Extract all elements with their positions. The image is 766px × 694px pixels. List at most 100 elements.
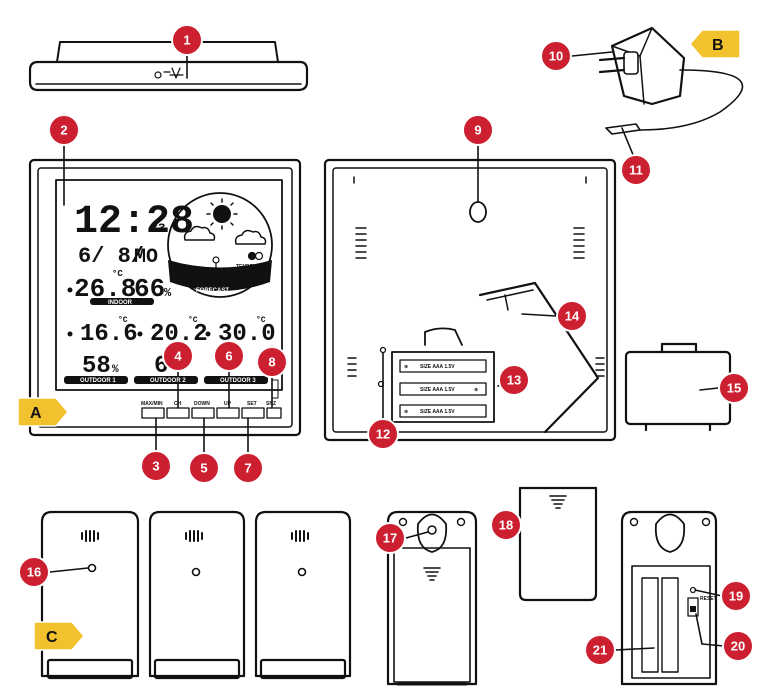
flower-icon [212, 256, 220, 273]
station-front [28, 158, 302, 437]
weekday-display: MO [134, 246, 158, 269]
sensor-3 [254, 510, 352, 680]
sensor-1 [40, 510, 140, 680]
battery-labels: SIZE AAA 1.5V SIZE AAA 1.5V SIZE AAA 1.5… [404, 364, 478, 415]
seconds-display: 33 [150, 221, 166, 236]
wall-hang-hole [469, 201, 487, 223]
callout-label-7: 7 [244, 461, 251, 476]
callout-3: 3 [140, 450, 172, 482]
power-adapter [598, 26, 744, 135]
callout-label-9: 9 [474, 123, 481, 138]
callout-label-11: 11 [629, 163, 643, 178]
callout-label-5: 5 [200, 461, 207, 476]
cloud-icon-left [183, 225, 216, 241]
callout-18: 18 [490, 509, 522, 541]
sensor-2 [148, 510, 246, 680]
button-label-maxmin: MAX/MIN [141, 401, 163, 407]
callout-label-8: 8 [268, 355, 275, 370]
callout-11: 11 [620, 154, 652, 186]
indoor-temp: 26.8 [74, 274, 136, 304]
tag-b: B [689, 29, 741, 59]
reset-hole [379, 346, 387, 354]
outdoor3-temp-unit: °C [256, 316, 266, 325]
callout-label-17: 17 [383, 531, 397, 546]
battery-label-1: SIZE AAA 1.5V [420, 364, 455, 370]
station-top-view [28, 41, 309, 92]
button-labels: MAX/MIN CH DOWN UP SET SNZ [141, 401, 276, 407]
forecast-window [167, 192, 273, 298]
button-row [141, 407, 282, 419]
lcd-readout: 12:28 33 6/ 8/ MO 26.8 °C 66 % INDOOR FO… [74, 200, 276, 384]
time-display: 12:28 [74, 200, 194, 245]
callout-label-20: 20 [731, 639, 745, 654]
callout-label-19: 19 [729, 589, 743, 604]
cloud-icon-right [234, 229, 267, 245]
callout-label-3: 3 [152, 459, 159, 474]
indoor-label: INDOOR [108, 300, 133, 306]
callout-9: 9 [462, 114, 494, 146]
callout-label-15: 15 [727, 381, 741, 396]
outdoor1-humidity: 58 [82, 353, 111, 380]
callout-16: 16 [18, 556, 50, 588]
callout-label-14: 14 [565, 309, 580, 324]
callout-20: 20 [722, 630, 754, 662]
callout-label-2: 2 [60, 123, 67, 138]
callout-label-10: 10 [549, 49, 563, 64]
svg-text:⊕: ⊕ [404, 409, 408, 415]
outdoor1-label: OUTDOOR 1 [80, 378, 116, 384]
callout-1: 1 [171, 24, 203, 56]
svg-text:A: A [30, 405, 42, 422]
vent-slots [347, 176, 605, 377]
callout-6: 6 [213, 340, 245, 372]
callout-10: 10 [540, 40, 572, 72]
date-display: 6/ 8/ [78, 244, 144, 269]
tendency-label: TENDENCY [236, 264, 264, 270]
button-label-ch: CH [174, 401, 182, 407]
outdoor1-temp: 16.6 [80, 321, 138, 348]
svg-text:⊕: ⊕ [404, 364, 408, 370]
callout-13: 13 [498, 364, 530, 396]
callout-label-16: 16 [27, 565, 41, 580]
tag-c: C [33, 621, 85, 651]
callout-7: 7 [232, 452, 264, 484]
station-back [323, 158, 617, 442]
callout-8: 8 [256, 346, 288, 378]
battery-label-3: SIZE AAA 1.5V [420, 409, 455, 415]
outdoor1-temp-unit: °C [118, 316, 128, 325]
outdoor1-humidity-unit: % [112, 364, 119, 376]
svg-text:C: C [46, 629, 58, 646]
sun-icon [206, 198, 238, 230]
svg-text:⊕: ⊕ [474, 387, 478, 393]
callout-5: 5 [188, 452, 220, 484]
indoor-humidity: 66 [134, 274, 165, 304]
sensor-reset-label: RESET [700, 596, 717, 602]
callout-12: 12 [367, 418, 399, 450]
indoor-temp-unit: °C [112, 269, 123, 279]
callout-14: 14 [556, 300, 588, 332]
tendency-arrow-icon [247, 251, 264, 261]
battery-compartment [391, 327, 495, 423]
callout-4: 4 [162, 340, 194, 372]
sensor-battery-cover [518, 486, 598, 602]
svg-text:B: B [712, 37, 724, 54]
forecast-label: FORECAST [196, 288, 229, 294]
callout-label-13: 13 [507, 373, 521, 388]
callout-19: 19 [720, 580, 752, 612]
sensor-open [620, 510, 718, 686]
callout-label-1: 1 [183, 33, 190, 48]
callout-2: 2 [48, 114, 80, 146]
button-label-snz: SNZ [266, 401, 276, 407]
callout-21: 21 [584, 634, 616, 666]
button-label-down: DOWN [194, 401, 210, 407]
button-label-set: SET [247, 401, 257, 407]
callout-label-4: 4 [174, 349, 182, 364]
callout-label-18: 18 [499, 518, 513, 533]
outdoor2-temp-unit: °C [188, 316, 198, 325]
callout-17: 17 [374, 522, 406, 554]
tag-a: A [17, 397, 69, 427]
callout-label-6: 6 [225, 349, 232, 364]
battery-cover [624, 342, 732, 432]
callout-label-12: 12 [376, 427, 390, 442]
